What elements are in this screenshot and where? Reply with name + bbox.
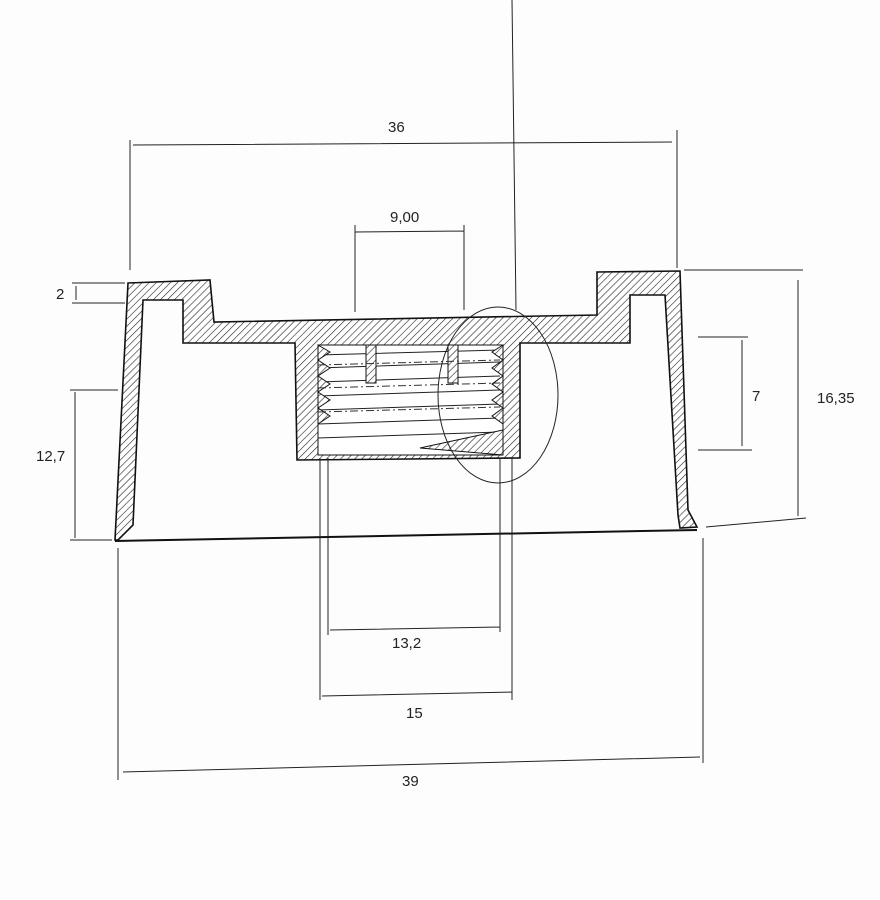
- dim-9-00: 9,00: [390, 209, 419, 226]
- dim-39: 39: [402, 773, 419, 790]
- dimension-lines: [70, 130, 807, 780]
- detail-circle: [437, 306, 559, 484]
- dim-12-7: 12,7: [36, 448, 65, 465]
- dim-2: 2: [56, 286, 64, 303]
- thread-cavity: [317, 344, 504, 456]
- dim-36: 36: [388, 119, 405, 136]
- dim-15: 15: [406, 705, 423, 722]
- dim-7: 7: [752, 388, 760, 405]
- detail-leader: [511, 0, 517, 311]
- dim-13-2: 13,2: [392, 635, 421, 652]
- bottom-line: [114, 529, 698, 542]
- dim-16-35: 16,35: [817, 390, 855, 407]
